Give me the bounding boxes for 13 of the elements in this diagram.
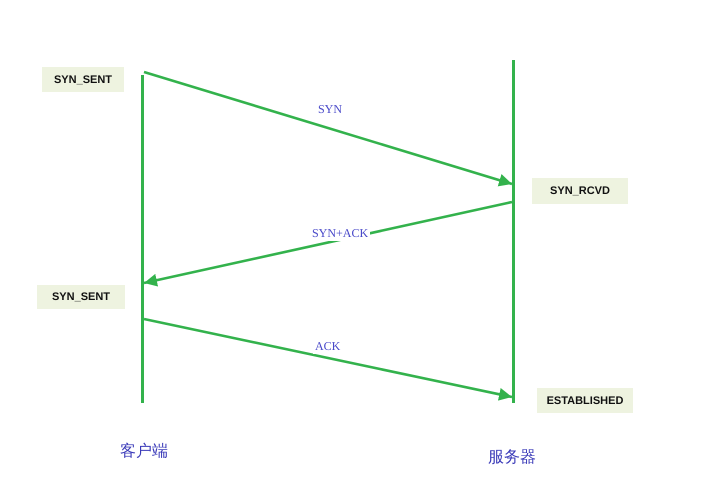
state-box: ESTABLISHED [537,388,633,413]
lifeline [512,60,515,403]
arrow [144,70,512,186]
state-box: SYN_RCVD [532,178,628,204]
participant-label: 服务器 [488,447,536,468]
state-box: SYN_SENT [42,67,124,92]
arrow [144,200,512,287]
participant-label: 客户端 [120,441,168,462]
arrow [144,318,512,401]
state-box: SYN_SENT [37,285,125,309]
edge-label: SYN+ACK [310,226,370,241]
edge-label: ACK [313,339,342,354]
lifeline [141,75,144,403]
